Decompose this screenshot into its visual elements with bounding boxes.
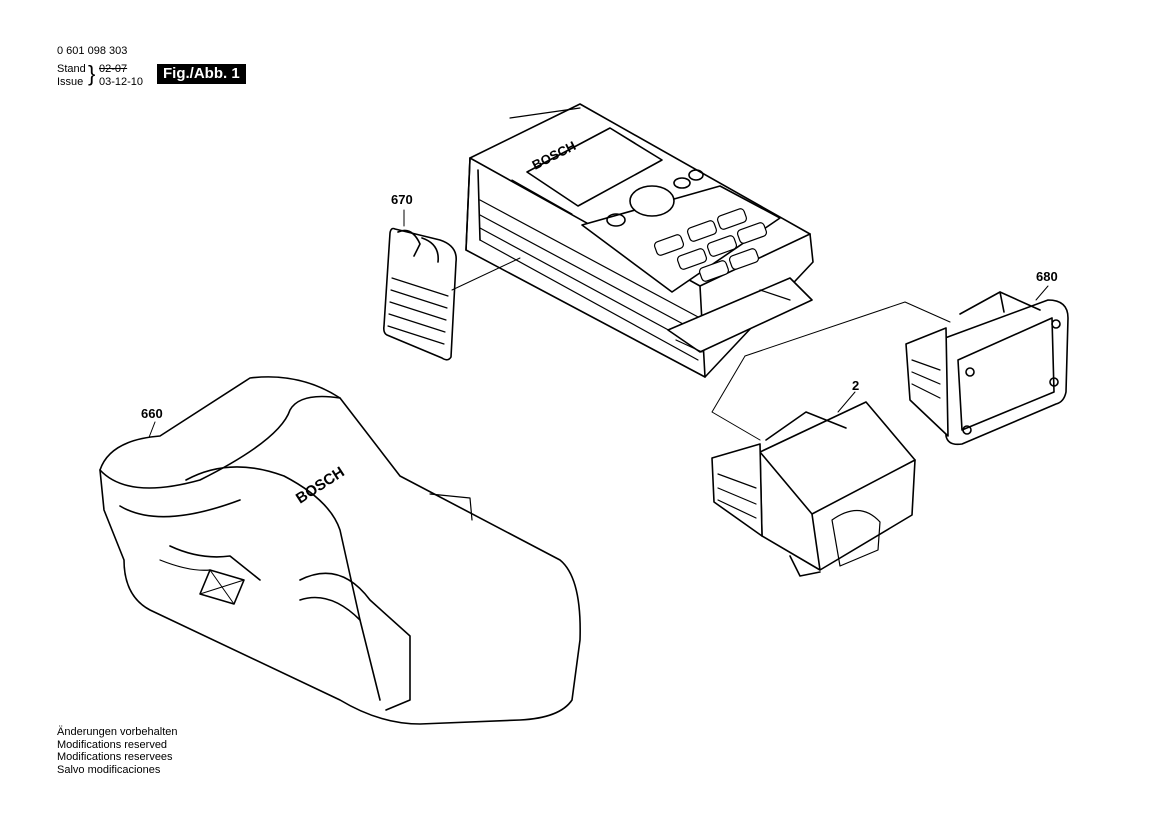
part-label-680: 680 bbox=[1036, 269, 1058, 284]
footer-line-de: Änderungen vorbehalten bbox=[57, 726, 178, 738]
old-date: 02-07 bbox=[99, 63, 128, 75]
issue-label: Issue bbox=[57, 76, 84, 88]
battery-cover-670 bbox=[383, 209, 521, 361]
footer-line-es: Salvo modificaciones bbox=[57, 763, 161, 776]
stand-label: Stand bbox=[57, 63, 86, 75]
part-number: 0 601 098 303 bbox=[57, 45, 128, 57]
footer-line-en: Modifications reserved bbox=[57, 738, 168, 751]
footer-line-fr: Modifications reservees bbox=[57, 751, 173, 763]
figure-label: Fig./Abb. 1 bbox=[157, 64, 246, 84]
part-label-670: 670 bbox=[391, 192, 413, 207]
brace-icon: } bbox=[88, 61, 96, 86]
issue-date: 03-12-10 bbox=[99, 76, 144, 88]
adapter-module-680 bbox=[905, 291, 1069, 446]
part-label-660: 660 bbox=[141, 406, 163, 421]
leader-lines bbox=[147, 285, 1049, 441]
part-label-2: 2 bbox=[852, 378, 860, 393]
footer-notes: Änderungen vorbehalten Modifications res… bbox=[57, 726, 177, 776]
main-device bbox=[465, 103, 814, 378]
carrying-pouch-660 bbox=[99, 376, 581, 725]
battery-module-2 bbox=[711, 401, 916, 577]
